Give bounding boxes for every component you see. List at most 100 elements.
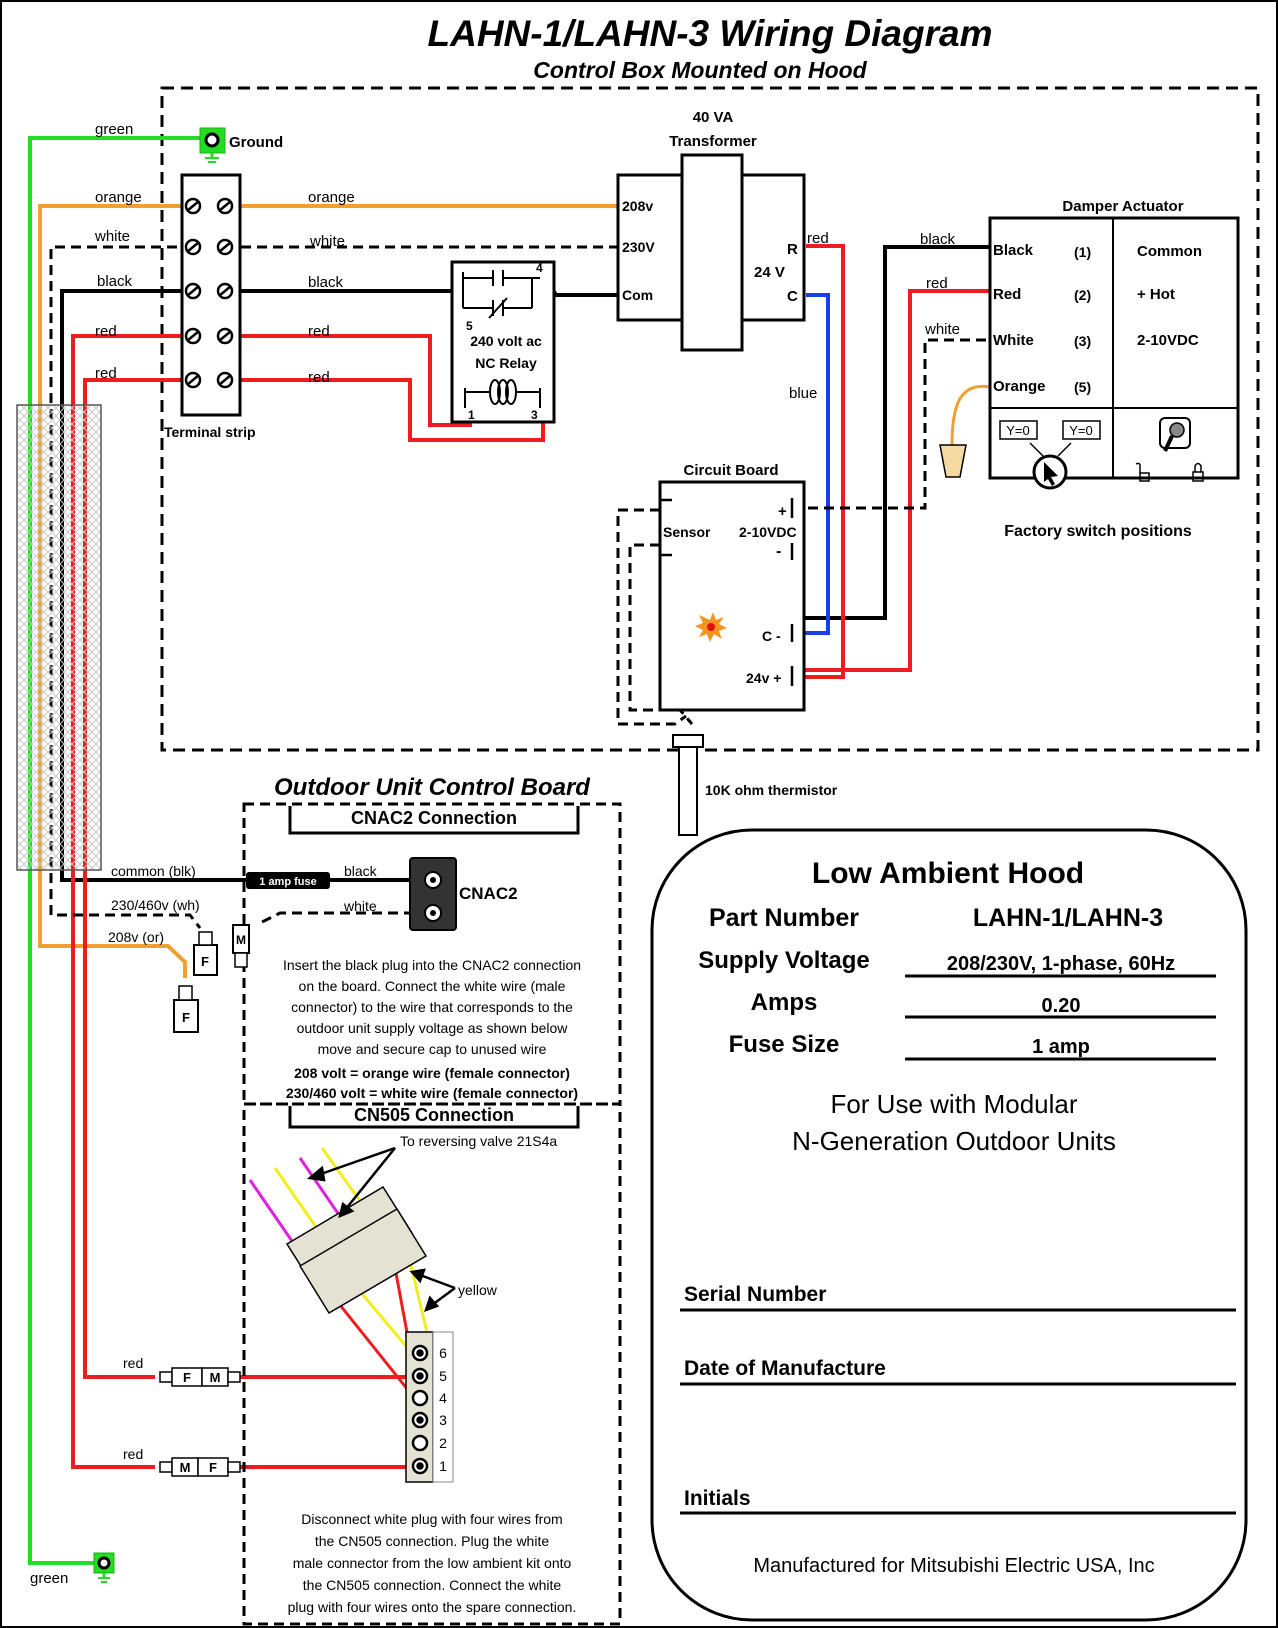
black-wire-label-left: black (97, 273, 133, 290)
wires (28, 136, 991, 1565)
svg-text:Disconnect white plug with fou: Disconnect white plug with four wires fr… (301, 1511, 562, 1527)
part-number-label: Part Number (709, 904, 859, 932)
use-line-2: N-Generation Outdoor Units (792, 1126, 1116, 1156)
svg-text:outdoor unit supply voltage as: outdoor unit supply voltage as shown bel… (297, 1020, 569, 1036)
relay-coil (464, 379, 541, 408)
fuse-label: 1 amp fuse (259, 876, 316, 888)
board-minus: - (776, 543, 781, 560)
red-wire-label-right-1: red (308, 323, 330, 340)
pin-4: 4 (439, 1390, 447, 1406)
cnac2-plug (409, 857, 457, 931)
relay-box (450, 260, 556, 424)
board-24v-plus: 24v + (746, 670, 781, 686)
orange-wire-label-left: orange (95, 189, 142, 206)
key-icon (1159, 417, 1191, 452)
damper-num-2: (2) (1074, 287, 1091, 303)
black-wire-label-actuator: black (920, 231, 956, 248)
board-plus: + (778, 503, 787, 520)
damper-func-common: Common (1137, 243, 1202, 260)
female-connector-white-label: F (201, 954, 209, 969)
transformer-com: Com (622, 287, 653, 303)
red-wire-label-transformer: red (807, 230, 829, 247)
switch-y0-right (1062, 420, 1101, 440)
thermistor-label: 10K ohm thermistor (705, 782, 838, 798)
pin-2: 2 (439, 1435, 447, 1451)
inline-connector-upper (159, 1367, 241, 1387)
outdoor-title: Outdoor Unit Control Board (274, 774, 591, 801)
ground-symbol-bottom (93, 1552, 115, 1583)
inline-lower-m: M (180, 1460, 191, 1475)
v208-or-label: 208v (or) (108, 929, 164, 945)
white-dashed-wires (49, 245, 990, 929)
white-wire-label-actuator: white (924, 321, 960, 338)
cn505-pin-number-strip (432, 1331, 454, 1483)
red-wire-board-actuator (792, 289, 990, 672)
relay-pin-4: 4 (536, 261, 543, 275)
damper-num-3: (3) (1074, 333, 1091, 349)
pin-3: 3 (439, 1412, 447, 1428)
control-box-outline (160, 86, 1260, 752)
transformer-core (680, 153, 744, 352)
cn505-header: CN505 Connection (354, 1105, 514, 1125)
cnac2-section-outline (242, 802, 622, 1106)
damper-title: Damper Actuator (1062, 198, 1183, 215)
led-icon (695, 612, 727, 642)
relay-contacts (462, 270, 540, 319)
transformer-c: C (787, 288, 798, 305)
red-wire-cable-2 (83, 378, 193, 1379)
reversing-valve-label: To reversing valve 21S4a (400, 1133, 557, 1149)
fuse-size-value: 1 amp (1032, 1036, 1090, 1058)
cable-sleeve (16, 404, 102, 871)
svg-text:connector) to the wire that co: connector) to the wire that corresponds … (291, 999, 573, 1015)
pin-6: 6 (439, 1345, 447, 1361)
inline-connector-lower (159, 1457, 241, 1477)
male-connector-white-label: M (236, 933, 246, 947)
red-wire-strip-relay-3 (225, 378, 545, 442)
reversing-valve-arrows (307, 1146, 456, 1313)
svg-text:the CN505 connection. Connect: the CN505 connection. Connect the white (303, 1577, 562, 1593)
red-wire-label-actuator: red (926, 275, 948, 292)
svg-text:move and secure cap to unused: move and secure cap to unused wire (318, 1041, 547, 1057)
serial-number-label: Serial Number (684, 1283, 826, 1306)
label-card-footer: Manufactured for Mitsubishi Electric USA… (753, 1555, 1154, 1577)
pin-1: 1 (439, 1458, 447, 1474)
switch-y0-left-label: Y=0 (1006, 423, 1030, 438)
svg-text:230/460 volt = white wire (fem: 230/460 volt = white wire (female connec… (286, 1085, 578, 1101)
selector-dial-icon (1029, 442, 1072, 490)
svg-text:the CN505 connection. Plug the: the CN505 connection. Plug the white (315, 1533, 549, 1549)
board-terminals (660, 498, 794, 686)
blue-wire-label: blue (789, 385, 817, 402)
circuit-board-title: Circuit Board (683, 462, 778, 479)
wire-cap (939, 444, 967, 478)
switch-y0-right-label: Y=0 (1069, 423, 1093, 438)
blue-wire (792, 293, 830, 635)
female-connector-orange-label: F (182, 1010, 190, 1025)
inline-upper-m: M (210, 1370, 221, 1385)
svg-text:male connector from the low am: male connector from the low ambient kit … (293, 1555, 572, 1571)
ground-label: Ground (229, 134, 283, 151)
red-wire-cable-1 (71, 334, 193, 1469)
orange-wire-label-right: orange (308, 189, 355, 206)
terminal-screws (184, 197, 234, 389)
board-c-minus: C - (762, 628, 781, 644)
damper-func-hot: + Hot (1137, 286, 1175, 303)
thermistor-cap (672, 734, 704, 748)
thermistor-probe (678, 746, 698, 836)
amps-value: 0.20 (1042, 995, 1081, 1017)
initials-label: Initials (684, 1487, 751, 1510)
relay-label-2: NC Relay (475, 355, 537, 371)
damper-wire-orange: Orange (993, 378, 1046, 395)
supply-voltage-value: 208/230V, 1-phase, 60Hz (947, 953, 1175, 975)
damper-func-vdc: 2-10VDC (1137, 332, 1199, 349)
damper-wire-white: White (993, 332, 1034, 349)
page-subtitle: Control Box Mounted on Hood (533, 57, 867, 83)
white-wire-cnac2 (261, 911, 430, 924)
page-title: LAHN-1/LAHN-3 Wiring Diagram (428, 13, 993, 54)
svg-text:208 volt = orange wire (female: 208 volt = orange wire (female connector… (294, 1065, 570, 1081)
relay-label-1: 240 volt ac (470, 333, 542, 349)
switch-y0-left (999, 420, 1038, 440)
black-wire-label-right: black (308, 274, 344, 291)
use-line-1: For Use with Modular (830, 1089, 1077, 1119)
red-wire-label-cn505-lower: red (123, 1446, 143, 1462)
